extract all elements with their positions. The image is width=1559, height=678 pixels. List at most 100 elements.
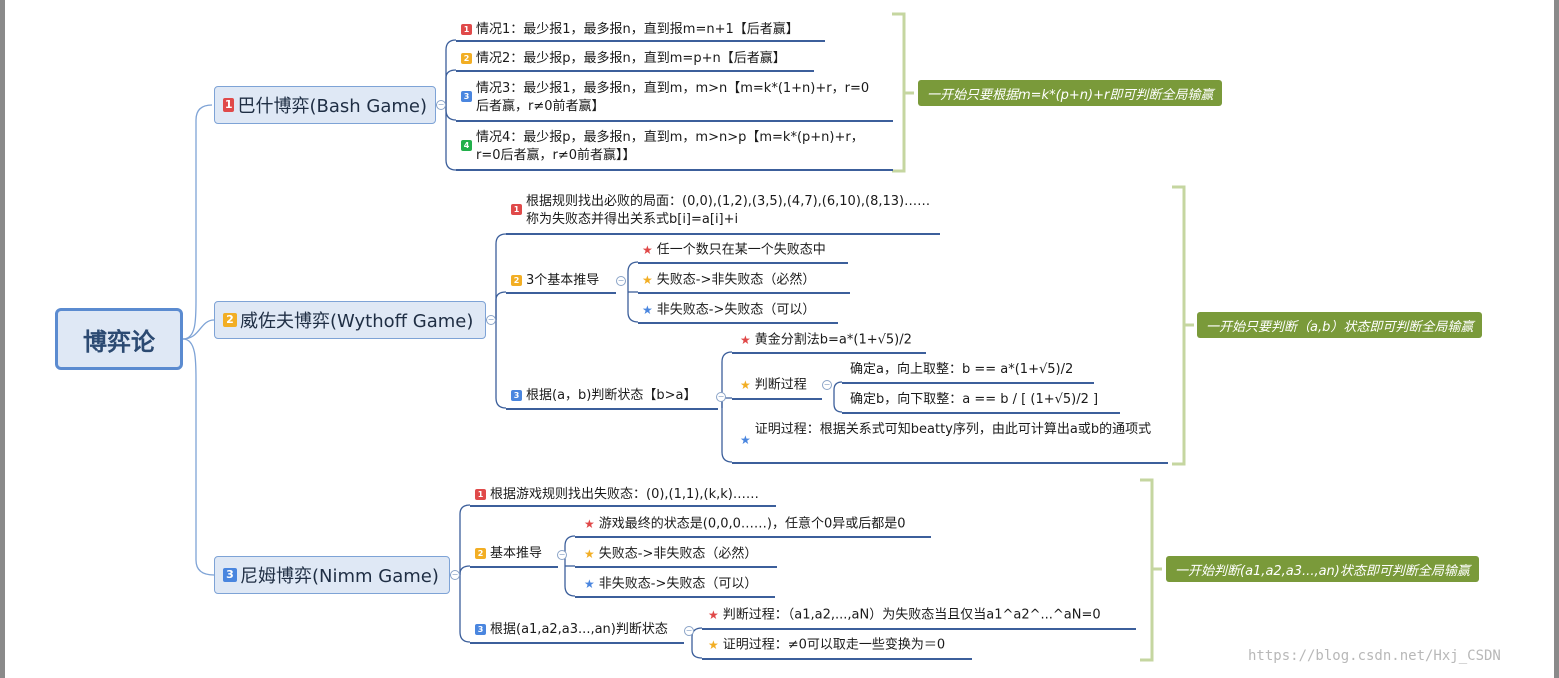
- priority-badge: 2: [511, 275, 522, 286]
- star-icon: ★: [740, 378, 751, 392]
- topic-underline: [506, 408, 718, 410]
- topic-underline: [575, 536, 931, 538]
- topic-node[interactable]: 2 情况2：最少报p，最多报n，直到m=p+n【后者赢】: [461, 50, 786, 68]
- star-icon: ★: [584, 577, 595, 591]
- collapse-toggle-icon[interactable]: −: [450, 570, 460, 580]
- topic-label: 非失败态->失败态（可以）: [598, 576, 758, 592]
- collapse-toggle-icon[interactable]: −: [716, 392, 726, 402]
- topic-underline: [702, 658, 972, 660]
- topic-label: 判断过程：（a1,a2,...,aN）为失败态当且仅当a1^a2^...^aN=…: [722, 607, 1101, 623]
- window-frame-left: [0, 0, 5, 678]
- topic-node[interactable]: ★判断过程: [740, 376, 807, 395]
- topic-label: 黄金分割法b=a*(1+√5)/2: [754, 332, 912, 348]
- star-icon: ★: [708, 638, 719, 652]
- topic-node[interactable]: 2 基本推导: [475, 545, 542, 563]
- priority-badge: 3: [511, 390, 522, 401]
- topic-underline: [732, 398, 822, 400]
- topic-node[interactable]: 确定b，向下取整：a == b / [ (1+√5)/2 ]: [850, 391, 1098, 409]
- star-icon: ★: [740, 433, 751, 447]
- topic-node[interactable]: ★任一个数只在某一个失败态中: [642, 241, 826, 260]
- topic-underline: [732, 462, 1168, 464]
- priority-badge: 2: [461, 53, 472, 64]
- star-icon: ★: [642, 303, 653, 317]
- topic-label: 失败态->非失败态（必然）: [656, 272, 816, 288]
- star-icon: ★: [642, 273, 653, 287]
- topic-underline: [638, 292, 850, 294]
- star-icon: ★: [708, 608, 719, 622]
- collapse-toggle-icon[interactable]: −: [557, 550, 567, 560]
- topic-node[interactable]: ★证明过程：≠0可以取走一些变换为＝0: [708, 636, 945, 655]
- branch-nimm-game[interactable]: 3 尼姆博弈(Nimm Game): [214, 556, 450, 594]
- topic-node[interactable]: 1 根据游戏规则找出失败态：(0),(1,1),(k,k)……: [475, 486, 759, 504]
- topic-label: 根据(a，b)判断状态【b>a】: [526, 388, 697, 403]
- topic-underline: [470, 505, 776, 507]
- topic-underline: [456, 120, 893, 122]
- topic-underline: [470, 642, 684, 644]
- topic-node[interactable]: 确定a，向上取整：b == a*(1+√5)/2: [850, 361, 1073, 379]
- topic-label: 确定a，向上取整：b == a*(1+√5)/2: [850, 362, 1074, 377]
- topic-node[interactable]: 3 根据(a，b)判断状态【b>a】: [511, 387, 696, 405]
- topic-node[interactable]: ★非失败态->失败态（可以）: [642, 301, 815, 320]
- topic-label: 情况2：最少报p，最多报n，直到m=p+n【后者赢】: [476, 51, 786, 66]
- collapse-toggle-icon[interactable]: −: [616, 276, 626, 286]
- branch-bash-game[interactable]: 1 巴什博弈(Bash Game): [214, 86, 436, 124]
- topic-underline: [638, 262, 848, 264]
- topic-label: 任一个数只在某一个失败态中: [656, 242, 826, 258]
- topic-label: 证明过程：根据关系式可知beatty序列，由此可计算出a或b的通项式: [754, 422, 1152, 437]
- topic-node[interactable]: ★证明过程：根据关系式可知beatty序列，由此可计算出a或b的通项式: [740, 421, 1160, 449]
- star-icon: ★: [584, 547, 595, 561]
- summary-wythoff[interactable]: 一开始只要判断（a,b）状态即可判断全局输赢: [1197, 312, 1483, 338]
- topic-underline: [702, 628, 1136, 630]
- priority-badge: 2: [223, 313, 237, 327]
- collapse-toggle-icon[interactable]: −: [486, 315, 496, 325]
- topic-underline: [456, 40, 825, 42]
- topic-node[interactable]: ★失败态->非失败态（必然）: [584, 545, 757, 564]
- collapse-toggle-icon[interactable]: −: [822, 380, 832, 390]
- topic-underline: [842, 412, 1120, 414]
- summary-bash[interactable]: 一开始只要根据m=k*(p+n)+r即可判断全局输赢: [918, 80, 1223, 106]
- topic-label: 情况3：最少报1，最多报n，直到m，m>n【m=k*(1+n)+r，r=0后者赢…: [476, 81, 870, 114]
- topic-node[interactable]: ★黄金分割法b=a*(1+√5)/2: [740, 331, 912, 350]
- topic-underline: [732, 352, 926, 354]
- topic-label: 基本推导: [490, 546, 543, 561]
- topic-underline: [456, 70, 814, 72]
- topic-underline: [575, 596, 775, 598]
- topic-node[interactable]: ★游戏最终的状态是(0,0,0……)，任意个0异或后都是0: [584, 515, 906, 534]
- topic-label: 根据游戏规则找出失败态：(0),(1,1),(k,k)……: [490, 487, 759, 502]
- priority-badge: 3: [223, 568, 237, 582]
- priority-badge: 1: [461, 24, 472, 35]
- root-node[interactable]: 博弈论: [55, 308, 183, 370]
- topic-label: 情况4：最少报p，最多报n，直到m，m>n>p【m=k*(p+n)+r，r=0后…: [476, 130, 864, 163]
- topic-underline: [456, 169, 893, 171]
- branch-wythoff-game[interactable]: 2 威佐夫博弈(Wythoff Game): [214, 301, 486, 339]
- priority-badge: 2: [475, 548, 486, 559]
- topic-node[interactable]: ★失败态->非失败态（必然）: [642, 271, 815, 290]
- priority-badge: 1: [475, 489, 486, 500]
- topic-underline: [506, 292, 616, 294]
- summary-nimm[interactable]: 一开始判断(a1,a2,a3...,an)状态即可判断全局输赢: [1166, 556, 1479, 582]
- topic-label: 确定b，向下取整：a == b / [ (1+√5)/2 ]: [850, 392, 1099, 407]
- watermark: https://blog.csdn.net/Hxj_CSDN: [1248, 648, 1501, 664]
- window-frame-right: [1554, 0, 1559, 678]
- topic-label: 情况1：最少报1，最多报n，直到报m=n+1【后者赢】: [476, 22, 799, 37]
- topic-underline: [506, 233, 940, 235]
- collapse-toggle-icon[interactable]: −: [684, 626, 694, 636]
- topic-node[interactable]: ★判断过程：（a1,a2,...,aN）为失败态当且仅当a1^a2^...^aN…: [708, 606, 1101, 625]
- topic-label: 判断过程: [754, 377, 807, 393]
- topic-underline: [842, 382, 1094, 384]
- topic-node[interactable]: 1 情况1：最少报1，最多报n，直到报m=n+1【后者赢】: [461, 21, 799, 39]
- collapse-toggle-icon[interactable]: −: [436, 100, 446, 110]
- star-icon: ★: [584, 517, 595, 531]
- topic-label: 根据规则找出必败的局面：(0,0),(1,2),(3,5),(4,7),(6,1…: [526, 194, 931, 227]
- topic-node[interactable]: ★非失败态->失败态（可以）: [584, 575, 757, 594]
- branch-title: 威佐夫博弈(Wythoff Game): [240, 311, 474, 332]
- topic-label: 游戏最终的状态是(0,0,0……)，任意个0异或后都是0: [598, 516, 906, 532]
- star-icon: ★: [642, 243, 653, 257]
- priority-badge: 3: [475, 624, 486, 635]
- topic-label: 证明过程：≠0可以取走一些变换为＝0: [722, 637, 946, 653]
